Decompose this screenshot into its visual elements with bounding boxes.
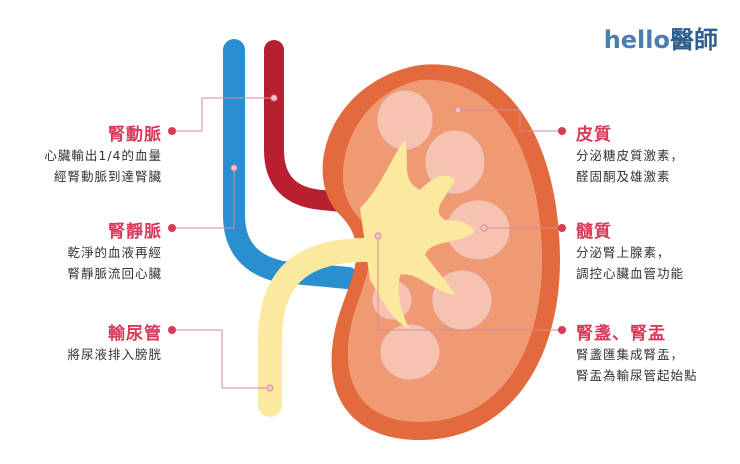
label-cortex: 皮質 分泌糖皮質激素， 醛固酮及雄激素 (576, 120, 684, 187)
hello-doctor-logo: hello醫師 (604, 20, 718, 55)
label-calyx-pelvis: 腎盞、腎盂 腎盞匯集成腎盂， 腎盂為輸尿管起始點 (576, 319, 698, 386)
renal-vein-desc-1: 乾淨的血液再經 (67, 245, 162, 260)
leader-lines (172, 97, 562, 389)
logo-brand: 醫師 (670, 26, 718, 54)
renal-artery-title: 腎動脈 (108, 125, 162, 145)
label-renal-vein: 腎靜脈 乾淨的血液再經 腎靜脈流回心臟 (67, 217, 162, 284)
cortex-desc-1: 分泌糖皮質激素， (576, 148, 685, 163)
logo-word: hello (603, 26, 670, 54)
renal-artery-desc-1: 心臟輸出1/4的血量 (44, 148, 162, 163)
ureter (258, 237, 387, 417)
ureter-desc-1: 將尿液排入膀胱 (67, 347, 162, 362)
calyx-pelvis-title: 腎盞、腎盂 (576, 324, 666, 344)
anchor-dots (230, 94, 488, 392)
label-renal-artery: 腎動脈 心臟輸出1/4的血量 經腎動脈到達腎臟 (44, 120, 162, 187)
renal-pelvis (360, 140, 475, 330)
calyx-pelvis-desc-2: 腎盂為輸尿管起始點 (576, 368, 698, 383)
renal-artery-desc-2: 經腎動脈到達腎臟 (53, 169, 162, 184)
label-medulla: 髓質 分泌腎上腺素， 調控心臟血管功能 (576, 217, 684, 284)
cortex-title: 皮質 (576, 125, 612, 145)
renal-vein-title: 腎靜脈 (108, 222, 162, 242)
ureter-title: 輸尿管 (108, 324, 162, 344)
medulla-desc-1: 分泌腎上腺素， (576, 245, 671, 260)
leader-dots (168, 127, 566, 334)
renal-artery (264, 40, 372, 214)
label-ureter: 輸尿管 將尿液排入膀胱 (67, 319, 162, 365)
cortex-desc-2: 醛固酮及雄激素 (576, 169, 671, 184)
renal-vein-desc-2: 腎靜脈流回心臟 (67, 266, 162, 281)
medulla-title: 髓質 (576, 222, 612, 242)
medulla-desc-2: 調控心臟血管功能 (576, 266, 685, 281)
calyx-pelvis-desc-1: 腎盞匯集成腎盂， (576, 347, 685, 362)
